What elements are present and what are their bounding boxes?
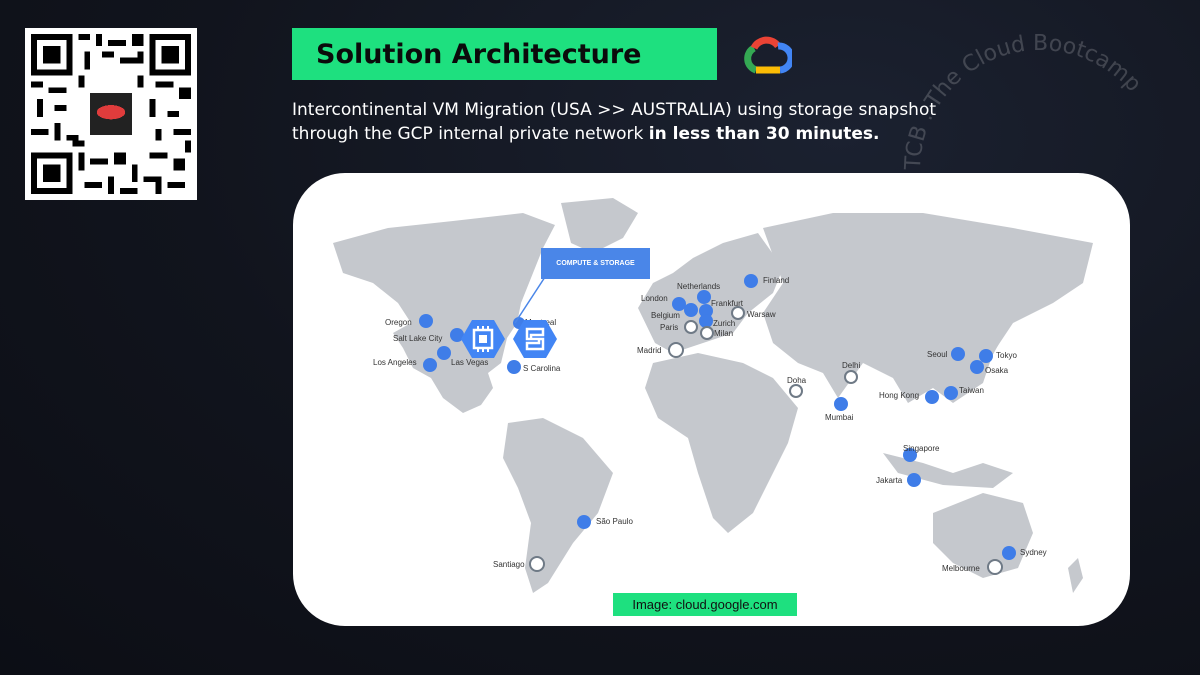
compute-storage-callout: COMPUTE & STORAGE <box>541 248 650 279</box>
pin-zurich <box>699 314 713 328</box>
japan-landmass <box>981 308 1005 358</box>
pin-los-angeles <box>423 358 437 372</box>
image-credit: Image: cloud.google.com <box>613 593 797 616</box>
label-frankfurt: Frankfurt <box>711 299 744 308</box>
pin-belgium <box>684 303 698 317</box>
pin-madrid <box>668 342 684 358</box>
south-america-landmass <box>503 418 613 593</box>
label-finland: Finland <box>763 276 789 285</box>
google-cloud-logo-icon <box>740 36 795 76</box>
label-singapore: Singapore <box>903 444 940 453</box>
label-warsaw: Warsaw <box>747 310 776 319</box>
label-seoul: Seoul <box>927 350 948 359</box>
pin-salt-lake-city <box>450 328 464 342</box>
label-las-vegas: Las Vegas <box>451 358 488 367</box>
watermark: TCB . The Cloud Bootcamp <box>860 0 1200 340</box>
pin-doha <box>789 384 803 398</box>
pin-frankfurt <box>699 304 713 318</box>
callout-connector <box>514 276 546 324</box>
page-title: Solution Architecture <box>316 38 642 70</box>
pin-paris <box>684 320 698 334</box>
subtitle-line-2: through the GCP internal private network… <box>292 122 1052 146</box>
image-credit-text: Image: cloud.google.com <box>632 597 778 612</box>
pin-hong-kong <box>925 390 939 404</box>
label-mumbai: Mumbai <box>825 413 854 422</box>
label-london: London <box>641 294 668 303</box>
qr-code <box>25 28 197 200</box>
pin-sydney <box>1002 546 1016 560</box>
subtitle-line-2-text: through the GCP internal private network <box>292 124 649 144</box>
label-hong-kong: Hong Kong <box>879 391 919 400</box>
label-milan: Milan <box>714 329 733 338</box>
north-america-landmass <box>333 213 555 413</box>
pin-london <box>672 297 686 311</box>
pin-santiago <box>529 556 545 572</box>
pin-taiwan <box>944 386 958 400</box>
label-oregon: Oregon <box>385 318 412 327</box>
indonesia-landmass <box>883 453 1013 488</box>
label-jakarta: Jakarta <box>876 476 903 485</box>
callout-label: COMPUTE & STORAGE <box>556 260 635 267</box>
compute-engine-icon <box>461 317 505 361</box>
greenland-landmass <box>561 198 638 253</box>
label-delhi: Delhi <box>842 361 860 370</box>
label-madrid: Madrid <box>637 346 661 355</box>
pin-seoul <box>951 347 965 361</box>
label-zurich: Zurich <box>713 319 735 328</box>
subtitle-line-1: Intercontinental VM Migration (USA >> AU… <box>292 100 937 120</box>
label-taiwan: Taiwan <box>959 386 984 395</box>
pin-singapore <box>903 448 917 462</box>
label-paris: Paris <box>660 323 678 332</box>
label-sao-paulo: São Paulo <box>596 517 633 526</box>
label-salt-lake-city: Salt Lake City <box>393 334 442 343</box>
pin-sao-paulo <box>577 515 591 529</box>
label-sydney: Sydney <box>1020 548 1047 557</box>
pin-milan <box>700 326 714 340</box>
pin-jakarta <box>907 473 921 487</box>
pin-s-carolina <box>507 360 521 374</box>
pin-finland <box>744 274 758 288</box>
subtitle-line-2-bold: in less than 30 minutes. <box>648 124 880 144</box>
label-s-carolina: S Carolina <box>523 364 561 373</box>
subtitle: Intercontinental VM Migration (USA >> AU… <box>292 98 1052 146</box>
cloud-storage-icon <box>513 317 557 361</box>
world-map: Oregon Salt Lake City Las Vegas Los Ange… <box>333 198 1093 593</box>
label-netherlands: Netherlands <box>677 282 720 291</box>
europe-landmass <box>638 233 783 353</box>
new-zealand-landmass <box>1068 558 1083 593</box>
africa-landmass <box>645 353 798 533</box>
pin-oregon <box>419 314 433 328</box>
pin-netherlands <box>697 290 711 304</box>
label-belgium: Belgium <box>651 311 680 320</box>
label-los-angeles: Los Angeles <box>373 358 417 367</box>
pin-las-vegas <box>437 346 451 360</box>
pin-mumbai <box>834 397 848 411</box>
pin-tokyo <box>979 349 993 363</box>
pin-melbourne <box>987 559 1003 575</box>
label-melbourne: Melbourne <box>942 564 980 573</box>
world-map-card: Oregon Salt Lake City Las Vegas Los Ange… <box>293 173 1130 626</box>
label-osaka: Osaka <box>985 366 1009 375</box>
label-doha: Doha <box>787 376 807 385</box>
title-banner: Solution Architecture <box>292 28 717 80</box>
pin-warsaw <box>731 306 745 320</box>
label-santiago: Santiago <box>493 560 525 569</box>
label-tokyo: Tokyo <box>996 351 1017 360</box>
asia-landmass <box>763 213 1093 403</box>
pin-delhi <box>844 370 858 384</box>
pin-osaka <box>970 360 984 374</box>
